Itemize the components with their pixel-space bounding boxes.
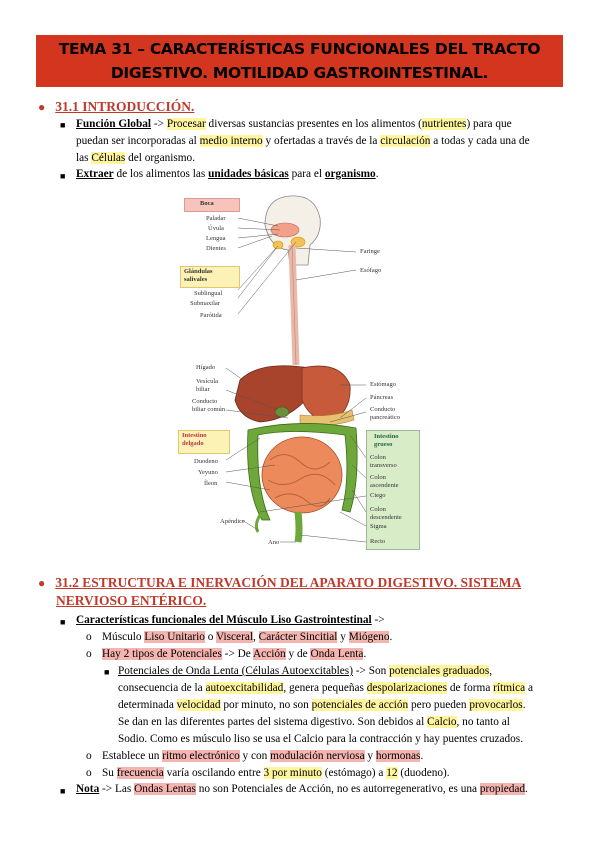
label-glandulas-salivales: Glándulas salivales	[184, 268, 213, 283]
label-conducto-pancreatico: Conducto pancreático	[370, 406, 400, 421]
paragraph-caracteristicas: Características funcionales del Músculo …	[76, 614, 385, 626]
paragraph-extraer: Extraer de los alimentos las unidades bá…	[76, 168, 379, 180]
label-intestino-grueso: Intestino grueso	[374, 433, 399, 448]
label-colon-descendente: Colon descendente	[370, 506, 402, 521]
section-heading-text-2: NERVIOSO ENTÉRICO.	[56, 593, 207, 608]
label-yeyuno: Yeyuno	[198, 469, 218, 476]
paragraph-funcion-global: Función Global -> Procesar diversas sust…	[76, 118, 530, 164]
label-box-boca	[184, 198, 240, 212]
label-faringe: Faringe	[360, 248, 380, 255]
label-estomago: Estómago	[370, 381, 396, 388]
square-bullet-icon: ■	[60, 120, 66, 130]
page-title: TEMA 31 – CARACTERÍSTICAS FUNCIONALES DE…	[36, 35, 563, 87]
paragraph-nota: Nota -> Las Ondas Lentas no son Potencia…	[76, 783, 528, 795]
section-heading-estructura: ● 31.2 ESTRUCTURA E INERVACIÓN DEL APARAT…	[38, 574, 563, 610]
label-pancreas: Páncreas	[370, 394, 394, 401]
label-colon-ascendente: Colon ascendente	[370, 474, 399, 489]
square-bullet-icon: ■	[60, 171, 66, 181]
label-sigma: Sigma	[370, 523, 387, 530]
square-bullet-icon: ■	[104, 667, 110, 677]
square-bullet-icon: ■	[60, 786, 66, 796]
circle-bullet-icon: o	[86, 631, 92, 643]
label-uvula: Úvula	[208, 225, 224, 232]
paragraph-ritmo: Establece un ritmo electrónico y con mod…	[102, 750, 424, 762]
paragraph-tipos-potenciales: Hay 2 tipos de Potenciales -> De Acción …	[102, 648, 367, 660]
label-parotida: Parótida	[200, 312, 222, 319]
section-heading-text: 31.1 INTRODUCCIÓN.	[55, 99, 195, 114]
label-ileon: Íleon	[204, 480, 218, 487]
label-paladar: Paladar	[206, 215, 226, 222]
paragraph-frecuencia: Su frecuencia varía oscilando entre 3 po…	[102, 767, 450, 779]
label-lengua: Lengua	[206, 235, 226, 242]
square-bullet-icon: ■	[60, 617, 66, 627]
circle-bullet-icon: o	[86, 750, 92, 762]
section-heading-text-1: 31.2 ESTRUCTURA E INERVACIÓN DEL APARATO…	[55, 575, 522, 590]
bullet-dot-icon: ●	[38, 100, 46, 114]
label-dientes: Dientes	[206, 245, 226, 252]
paragraph-musculo-liso: Músculo Liso Unitario o Visceral, Caráct…	[102, 631, 393, 643]
label-ano: Ano	[268, 539, 280, 546]
label-box-glandulas	[180, 266, 240, 288]
label-duodeno: Duodeno	[194, 458, 218, 465]
label-colon-transverso: Colon transverso	[370, 454, 397, 469]
digestive-anatomy-illustration	[225, 195, 367, 543]
label-sublingual: Sublingual	[194, 290, 223, 297]
digestive-system-diagram: Boca Paladar Úvula Lengua Dientes Glándu…	[170, 190, 430, 555]
title-line-2: DIGESTIVO. MOTILIDAD GASTROINTESTINAL.	[110, 64, 489, 82]
bullet-dot-icon: ●	[38, 576, 46, 590]
label-conducto-biliar-comun: Conducto biliar común	[192, 398, 226, 413]
paragraph-onda-lenta: Potenciales de Onda Lenta (Células Autoe…	[118, 665, 534, 745]
label-box-intestino-grueso	[366, 430, 420, 550]
label-higado: Hígado	[196, 364, 216, 371]
label-ciego: Ciego	[370, 492, 386, 499]
label-intestino-delgado: Intestino delgado	[182, 432, 207, 447]
label-apendice: Apéndice	[220, 518, 245, 525]
label-submaxilar: Submaxilar	[190, 300, 220, 307]
label-vesicula-biliar: Vesícula biliar	[196, 378, 219, 393]
section-heading-introduccion: ● 31.1 INTRODUCCIÓN.	[38, 99, 194, 115]
label-box-intestino-delgado	[178, 430, 230, 454]
circle-bullet-icon: o	[86, 767, 92, 779]
label-esofago: Esófago	[360, 267, 382, 274]
label-recto: Recto	[370, 538, 386, 545]
circle-bullet-icon: o	[86, 648, 92, 660]
label-boca: Boca	[200, 200, 214, 207]
title-line-1: TEMA 31 – CARACTERÍSTICAS FUNCIONALES DE…	[58, 40, 541, 58]
